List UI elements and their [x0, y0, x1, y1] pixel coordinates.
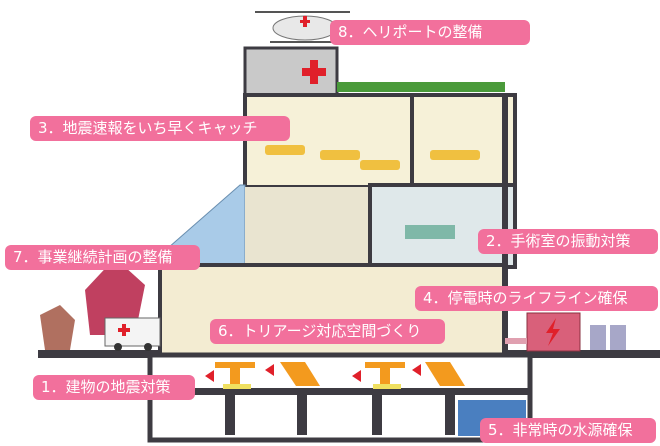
label-operating-room: 2．手術室の振動対策	[478, 229, 658, 254]
damaged-building	[85, 258, 145, 335]
red-cross-icon	[302, 60, 326, 84]
label-water-source: 5．非常時の水源確保	[480, 418, 656, 443]
label-bcp: 7．事業継続計画の整備	[5, 245, 200, 270]
seismic-isolators	[215, 362, 465, 389]
arrow-icons	[205, 364, 421, 382]
label-building-seismic: 1．建物の地震対策	[33, 375, 195, 400]
label-earthquake-alert: 3．地震速報をいち早くキャッチ	[30, 116, 290, 141]
ambulance-icon	[104, 317, 161, 351]
beds	[265, 145, 480, 170]
helicopter-icon	[255, 11, 350, 43]
ward-floor	[243, 93, 517, 189]
label-lifeline: 4．停電時のライフライン確保	[415, 286, 658, 311]
lightning-icon	[546, 318, 560, 346]
label-triage: 6．トリアージ対応空間づくり	[210, 319, 445, 344]
damaged-house	[40, 305, 75, 350]
fuel-tank	[610, 325, 626, 350]
ground-left	[38, 350, 160, 358]
label-helipad: 8．ヘリポートの整備	[330, 20, 530, 45]
ground-right	[505, 350, 660, 358]
green-roof	[337, 82, 505, 92]
basement	[147, 352, 533, 443]
fuel-tank	[590, 325, 606, 350]
